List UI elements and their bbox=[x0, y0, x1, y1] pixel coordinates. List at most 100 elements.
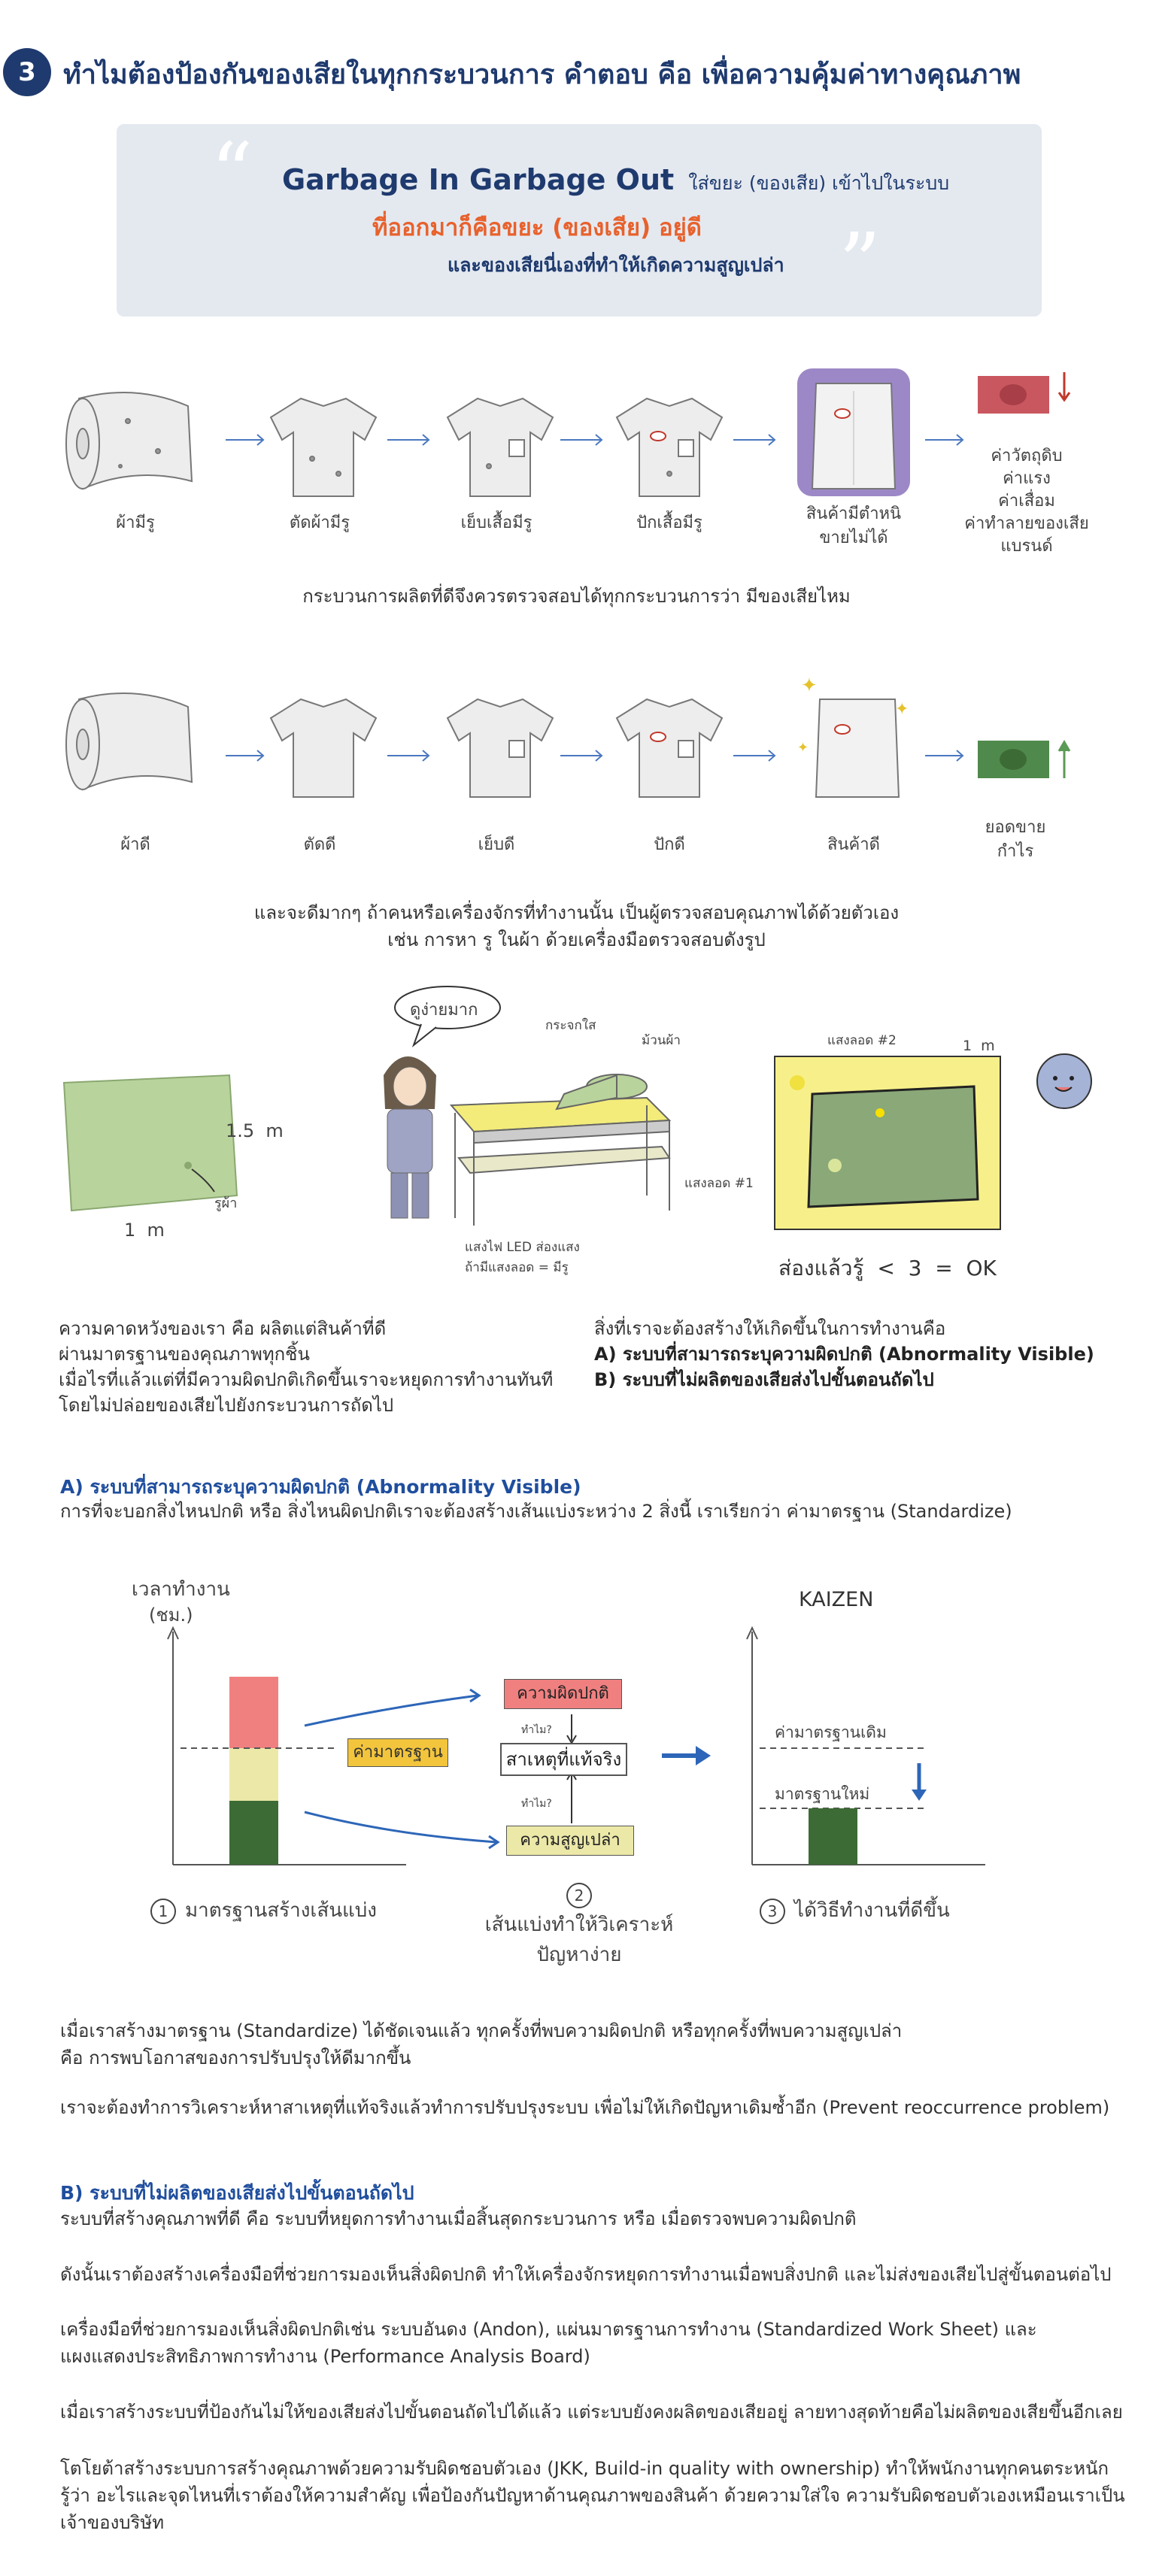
section-a-text: การที่จะบอกสิ่งไหนปกติ หรือ สิ่งไหนผิดปก… bbox=[60, 1501, 1012, 1522]
step-3-text: ได้วิธีทำงานที่ดีขึ้น bbox=[794, 1899, 950, 1922]
light2-label: แสงลอด #2 bbox=[827, 1033, 897, 1048]
hole-label: รูผ้า bbox=[214, 1196, 238, 1211]
fabric-roll-icon bbox=[65, 392, 193, 490]
quote-en: Garbage In Garbage Out bbox=[282, 163, 675, 196]
good-step-4: สินค้าดี bbox=[827, 835, 880, 854]
why-label-2: ทำไม? bbox=[521, 1798, 552, 1810]
step-2-line-2: ปัญหาง่าย bbox=[536, 1944, 622, 1966]
good-flow-arrows bbox=[226, 750, 964, 762]
good-step-2: เย็บดี bbox=[478, 835, 515, 854]
new-standard-label: มาตรฐานใหม่ bbox=[775, 1785, 870, 1803]
good-caption-1: และจะดีมากๆ ถ้าคนหรือเครื่องจักรที่ทำงาน… bbox=[253, 902, 900, 923]
inspection-table-icon bbox=[449, 1074, 672, 1226]
quote-line-2: ที่ออกมาก็คือขยะ (ของเสีย) อยู่ดี bbox=[372, 208, 702, 246]
light1-label: แสงลอด #1 bbox=[684, 1176, 754, 1191]
svg-text:✦: ✦ bbox=[797, 740, 809, 756]
section-b-p5c: เจ้าของบริษัท bbox=[60, 2512, 165, 2533]
good-step-1: ตัดดี bbox=[303, 835, 336, 854]
cost-3: ค่าทำลายของเสีย bbox=[964, 514, 1089, 533]
section-a-title: A) ระบบที่สามารถระบุความผิดปกติ (Abnorma… bbox=[60, 1476, 581, 1498]
expect-line-2: เมื่อไรที่แล้วแต่ที่มีความผิดปกติเกิดขึ้… bbox=[59, 1369, 554, 1390]
section-b-p1: ระบบที่สร้างคุณภาพที่ดี คือ ระบบที่หยุดก… bbox=[60, 2208, 857, 2229]
diagram-ylabel-1: เวลาทำงาน bbox=[132, 1578, 230, 1601]
para-a-2: คือ การพบโอกาสของการปรับปรุงให้ดีมากขึ้น bbox=[60, 2047, 411, 2068]
section-b-p4: เมื่อเราสร้างระบบที่ป้องกันไม่ให้ของเสีย… bbox=[60, 2402, 1123, 2423]
expectation-right: สิ่งที่เราจะต้องสร้างให้เกิดขึ้นในการทำง… bbox=[594, 1316, 1136, 1393]
quote-line-1: Garbage In Garbage Out ใส่ขยะ (ของเสีย) … bbox=[282, 163, 949, 199]
cost-4: แบรนด์ bbox=[1000, 537, 1053, 556]
para-a-1: เมื่อเราสร้างมาตรฐาน (Standardize) ได้ชั… bbox=[60, 2020, 903, 2041]
speech-bubble-text: ดูง่ายมาก bbox=[410, 1001, 478, 1020]
section-b-p2: ดังนั้นเราต้องสร้างเครื่องมือที่ช่วยการม… bbox=[60, 2264, 1112, 2285]
ok-formula: ส่องแล้วรู้ < 3 = OK bbox=[778, 1256, 997, 1280]
svg-text:✦: ✦ bbox=[895, 700, 909, 719]
expectation-left: ความคาดหวังของเรา คือ ผลิตแต่สินค้าที่ดี… bbox=[59, 1316, 585, 1418]
step-3-number: 3 bbox=[760, 1899, 785, 1924]
step-1-number: 1 bbox=[150, 1899, 176, 1924]
good-step-0: ผ้าดี bbox=[120, 835, 150, 854]
roll-label: ม้วนผ้า bbox=[642, 1033, 681, 1048]
defect-flow-illustration bbox=[65, 368, 1071, 497]
result-1: กำไร bbox=[997, 842, 1034, 861]
good-fabric-icon bbox=[65, 692, 193, 791]
inspection-machine-illustration bbox=[384, 986, 672, 1226]
expect-line-3: โดยไม่ปล่อยของเสียไปยังกระบวนการถัดไป bbox=[59, 1395, 394, 1416]
good-shirt-sewn-icon bbox=[446, 698, 554, 798]
fabric-width-label: 1.5 m bbox=[226, 1120, 284, 1141]
section-b-p3a: เครื่องมือที่ช่วยการมองเห็นสิ่งผิดปกติเช… bbox=[60, 2319, 1037, 2340]
shirt-cut-icon bbox=[269, 397, 378, 497]
defect-step-3: ปักเสื้อมีรู bbox=[636, 514, 702, 532]
open-quote-icon: “ bbox=[211, 125, 253, 221]
step-2-caption: 2 เส้นแบ่งทำให้วิเคราะห์ ปัญหาง่าย bbox=[444, 1880, 715, 1970]
defect-step-0: ผ้ามีรู bbox=[116, 514, 155, 532]
standard-chart bbox=[167, 1626, 985, 1865]
quote-line-3: และของเสียนี่เองที่ทำให้เกิดความสูญเปล่า bbox=[448, 254, 784, 276]
light-panel-illustration bbox=[774, 1056, 1001, 1230]
good-flow-illustration: ✦ ✦ ✦ bbox=[65, 674, 1071, 798]
cost-list: ค่าวัตถุดิบ ค่าแรง ค่าเสื่อม ค่าทำลายของ… bbox=[951, 445, 1102, 558]
expect-line-0: ความคาดหวังของเรา คือ ผลิตแต่สินค้าที่ดี bbox=[59, 1318, 387, 1339]
good-caption-2: เช่น การหา รู ในผ้า ด้วยเครื่องมือตรวจสอ… bbox=[387, 929, 766, 950]
defective-product-icon bbox=[797, 368, 910, 496]
section-b-title: B) ระบบที่ไม่ผลิตของเสียส่งไปขั้นตอนถัดไ… bbox=[60, 2182, 414, 2204]
good-product-icon: ✦ ✦ ✦ bbox=[797, 674, 909, 798]
quote-line1-rest: ใส่ขยะ (ของเสีย) เข้าไปในระบบ bbox=[688, 172, 950, 194]
good-step-3: ปักดี bbox=[654, 835, 685, 854]
glass-label: กระจกใส bbox=[545, 1018, 596, 1033]
fabric-height-label: 1 m bbox=[124, 1220, 165, 1241]
svg-text:✦: ✦ bbox=[801, 674, 818, 697]
money-up-icon bbox=[978, 740, 1071, 778]
expect-right-a: A) ระบบที่สามารถระบุความผิดปกติ (Abnorma… bbox=[594, 1344, 1094, 1365]
close-quote-icon: ” bbox=[839, 215, 881, 311]
expect-right-intro: สิ่งที่เราจะต้องสร้างให้เกิดขึ้นในการทำง… bbox=[594, 1318, 946, 1339]
step-2-number: 2 bbox=[566, 1883, 592, 1908]
defect-step-4: สินค้ามีตำหนิ bbox=[806, 505, 902, 523]
defect-step-2: เย็บเสื้อมีรู bbox=[460, 514, 533, 532]
step-1-text: มาตรฐานสร้างเส้นแบ่ง bbox=[185, 1899, 377, 1922]
step-3-caption: 3 ได้วิธีทำงานที่ดีขึ้น bbox=[760, 1895, 950, 1926]
why-label-1: ทำไม? bbox=[521, 1724, 552, 1736]
led-label-2: ถ้ามีแสงลอด = มีรู bbox=[465, 1260, 569, 1275]
good-result: ยอดขาย กำไร bbox=[959, 816, 1072, 864]
page-title: ทำไมต้องป้องกันของเสียในทุกกระบวนการ คำต… bbox=[63, 59, 1021, 90]
good-shirt-cut-icon bbox=[269, 698, 378, 798]
quote-box: “ ” Garbage In Garbage Out ใส่ขยะ (ของเส… bbox=[117, 124, 1042, 317]
good-shirt-embroidered-icon bbox=[615, 698, 724, 798]
old-standard-label: ค่ามาตรฐานเดิม bbox=[775, 1723, 887, 1741]
quote-line2-orange: ที่ออกมาก็คือขยะ (ของเสีย) อยู่ดี bbox=[372, 214, 702, 241]
diagram-ylabel-2: (ชม.) bbox=[149, 1605, 193, 1626]
defect-step-1: ตัดผ้ามีรู bbox=[289, 514, 350, 532]
money-down-icon bbox=[978, 372, 1071, 414]
standard-label: ค่ามาตรฐาน bbox=[347, 1738, 448, 1767]
para-a-3: เราจะต้องทำการวิเคราะห์หาสาเหตุที่แท้จริ… bbox=[60, 2097, 1110, 2118]
flow-arrows bbox=[226, 434, 964, 446]
expect-right-b: B) ระบบที่ไม่ผลิตของเสียส่งไปขั้นตอนถัดไ… bbox=[594, 1369, 934, 1390]
panel-dim-label: 1 m bbox=[963, 1038, 995, 1054]
defect-step-5: ขายไม่ได้ bbox=[819, 529, 888, 547]
expect-line-1: ผ่านมาตรฐานของคุณภาพทุกชิ้น bbox=[59, 1344, 310, 1365]
section-b-p3b: แผงแสดงประสิทธิภาพการทำงาน (Performance … bbox=[60, 2346, 590, 2367]
kaizen-label: KAIZEN bbox=[799, 1588, 874, 1611]
waste-box: ความสูญเปล่า bbox=[506, 1826, 634, 1856]
cost-2: ค่าเสื่อม bbox=[998, 492, 1055, 511]
root-cause-box: สาเหตุที่แท้จริง bbox=[500, 1743, 627, 1776]
